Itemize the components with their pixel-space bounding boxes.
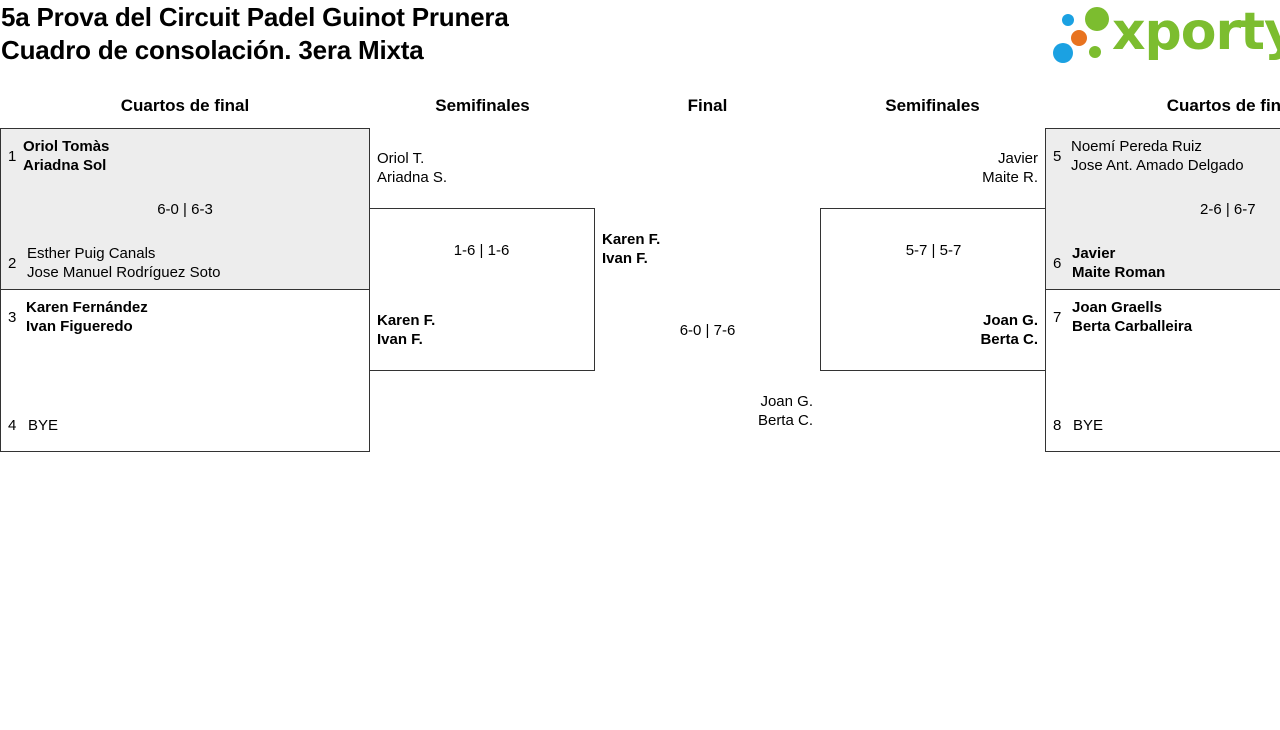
player-name: Karen F. [377, 312, 436, 329]
player-name: Noemí Pereda Ruiz [1071, 138, 1202, 155]
player-name: Joan Graells [1072, 299, 1163, 316]
seed-number: 7 [1053, 309, 1062, 326]
match-score: 6-0 | 6-3 [157, 201, 213, 218]
logo-dot-green [1085, 7, 1109, 31]
round-header-left-semifinals: Semifinales [435, 96, 530, 115]
final-score: 6-0 | 7-6 [679, 322, 736, 339]
player-name: Jose Manuel Rodríguez Soto [27, 264, 221, 281]
match-score: 2-6 | 6-7 [1200, 201, 1256, 218]
semifinal-left-bracket: 1-6 | 1-6 Karen F. Ivan F. [369, 208, 595, 371]
round-header-final: Final [687, 96, 728, 115]
match-score: 5-7 | 5-7 [905, 242, 962, 259]
seed-number: 6 [1053, 255, 1062, 272]
final-top-player: Karen F. [602, 231, 661, 248]
final-top-player: Ivan F. [602, 250, 648, 267]
final-bottom-player: Berta C. [757, 412, 813, 429]
logo-dot-blue-small [1062, 14, 1074, 26]
round-header-right-quarterfinals: Cuartos de final [1166, 96, 1280, 115]
semifinal-left-top-player: Ariadna S. [377, 169, 448, 186]
quarterfinal-match-4: 7 Joan Graells Berta Carballeira 8 BYE [1045, 289, 1280, 452]
seed-number: 4 [8, 417, 17, 434]
round-header-right-semifinals: Semifinales [885, 96, 980, 115]
quarterfinal-match-1: 1 Oriol Tomàs Ariadna Sol 6-0 | 6-3 2 Es… [0, 128, 370, 290]
player-name: Berta Carballeira [1072, 318, 1193, 335]
page-subtitle: Cuadro de consolación. 3era Mixta [1, 35, 424, 65]
logo-text: xporty [1112, 2, 1280, 62]
seed-number: 3 [8, 309, 17, 326]
player-name: BYE [1073, 417, 1104, 434]
player-name: Berta C. [980, 331, 1038, 348]
player-name: BYE [28, 417, 59, 434]
player-name: Javier [1072, 245, 1116, 262]
quarterfinal-match-3: 5 Noemí Pereda Ruiz Jose Ant. Amado Delg… [1045, 128, 1280, 290]
seed-number: 2 [8, 255, 17, 272]
semifinal-right-bracket: 5-7 | 5-7 Joan G. Berta C. [820, 208, 1046, 371]
player-name: Ivan Figueredo [26, 318, 133, 335]
final-bottom-player: Joan G. [760, 393, 813, 410]
player-name: Joan G. [982, 312, 1038, 329]
xporty-logo: xporty [1050, 2, 1280, 68]
seed-number: 1 [8, 148, 17, 165]
logo-dot-green-small [1089, 46, 1101, 58]
logo-dots-icon [1053, 7, 1109, 63]
semifinal-left-top-player: Oriol T. [377, 150, 425, 167]
logo-dot-orange [1071, 30, 1087, 46]
player-name: Esther Puig Canals [27, 245, 156, 262]
quarterfinal-match-2: 3 Karen Fernández Ivan Figueredo 4 BYE [0, 289, 370, 452]
semifinal-right-top-player: Javier [997, 150, 1038, 167]
match-score: 1-6 | 1-6 [453, 242, 510, 259]
player-name: Oriol Tomàs [23, 138, 110, 155]
logo-dot-blue-large [1053, 43, 1073, 63]
player-name: Jose Ant. Amado Delgado [1071, 157, 1244, 174]
round-header-left-quarterfinals: Cuartos de final [120, 96, 250, 115]
seed-number: 5 [1053, 148, 1062, 165]
page-title: 5a Prova del Circuit Padel Guinot Pruner… [1, 2, 509, 32]
player-name: Ariadna Sol [23, 157, 107, 174]
player-name: Ivan F. [377, 331, 423, 348]
seed-number: 8 [1053, 417, 1062, 434]
player-name: Karen Fernández [26, 299, 148, 316]
semifinal-right-top-player: Maite R. [982, 169, 1038, 186]
player-name: Maite Roman [1072, 264, 1166, 281]
